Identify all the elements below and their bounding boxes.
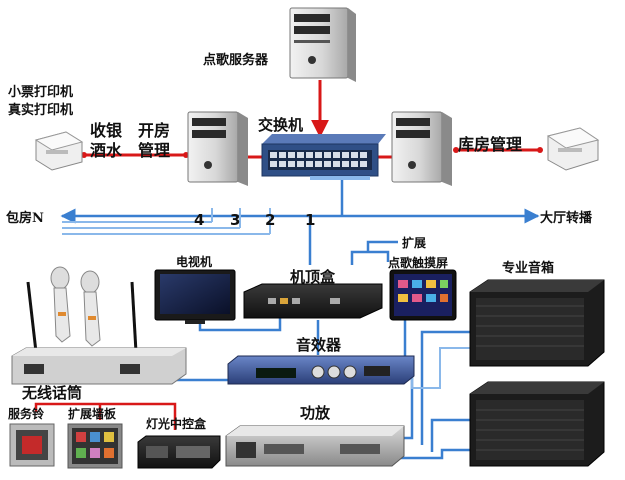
cashier-pc-icon (187, 111, 248, 186)
expand-line (366, 240, 398, 252)
expand-panel-label: 扩展墙板 (68, 406, 117, 421)
amplifier-label: 功放 (300, 404, 331, 422)
real-printer-label: 真实打印机 (8, 102, 73, 118)
light-control-icon (137, 435, 221, 469)
room-number-2: 2 (265, 211, 275, 229)
speaker-label: 专业音箱 (502, 260, 554, 276)
effects-label: 音效器 (296, 336, 342, 354)
service-bell-icon (9, 423, 55, 467)
warehouse-pc-icon (391, 111, 452, 186)
amp-to-speaker-bottom-line-2 (400, 448, 470, 460)
rooms-label: 包房N (6, 210, 44, 226)
song-server-icon (289, 7, 356, 82)
line-endpoint (537, 147, 543, 153)
stb-icon (243, 283, 383, 319)
song-server-label: 点歌服务器 (203, 52, 269, 68)
touchscreen-icon (389, 269, 457, 321)
room-number-1: 1 (305, 211, 315, 229)
light-control-line (100, 402, 177, 430)
receipt-printer-label: 小票打印机 (8, 84, 73, 100)
amp-to-speaker-bottom-line (430, 418, 470, 452)
mic-receiver-icon (11, 281, 187, 385)
tv-icon (154, 269, 236, 324)
open-room-label: 开房 (138, 121, 170, 140)
service-bell-line (34, 402, 100, 412)
switch-icon (261, 134, 386, 180)
speaker-top-icon (469, 279, 605, 367)
drinks-label: 酒水 (90, 141, 123, 160)
effects-unit-icon (227, 355, 415, 385)
amplifier-icon (225, 425, 405, 467)
expand-label: 扩展 (402, 235, 426, 250)
touchscreen-label: 点歌触摸屏 (388, 255, 448, 270)
room-number-4: 4 (194, 211, 204, 229)
room-number-3: 3 (230, 211, 240, 229)
switch-label: 交换机 (258, 116, 303, 134)
cashier-label: 收银 (90, 121, 123, 140)
light-control-label: 灯光中控盒 (146, 416, 207, 431)
expand-panel-icon (67, 423, 123, 469)
line-endpoint (453, 147, 459, 153)
effects-side-line (411, 347, 470, 389)
microphone-2-icon (80, 270, 101, 347)
microphone-1-icon (50, 266, 71, 343)
stb-to-touchscreen-line (350, 250, 390, 265)
warehouse-label: 库房管理 (458, 135, 522, 154)
stb-label: 机顶盒 (290, 268, 336, 286)
lobby-label: 大厅转播 (540, 210, 593, 226)
service-bell-label: 服务铃 (8, 406, 45, 421)
manage-label: 管理 (138, 141, 170, 160)
warehouse-printer-icon (546, 127, 600, 171)
amp-to-speaker-top-line (420, 330, 470, 445)
receipt-printer-icon (34, 131, 84, 171)
wireless-mic-label: 无线话筒 (21, 384, 82, 402)
speaker-bottom-icon (469, 381, 605, 467)
tv-label: 电视机 (176, 254, 212, 269)
